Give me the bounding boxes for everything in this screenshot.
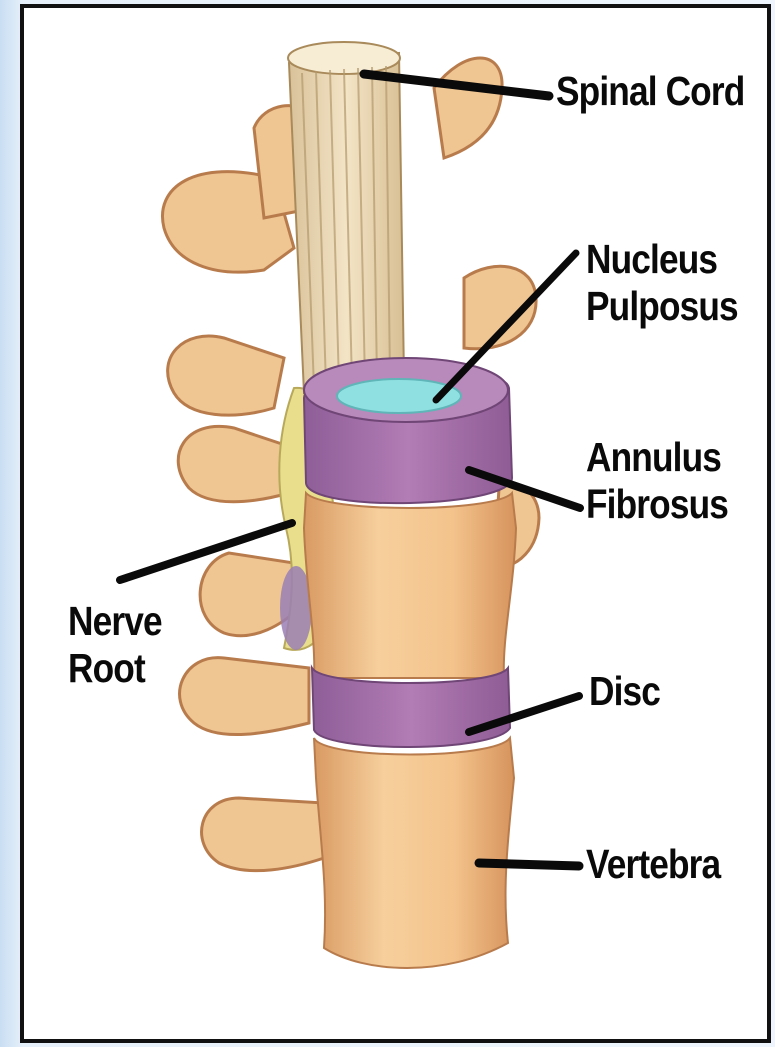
label-nerve-line1: Nerve bbox=[68, 598, 162, 645]
label-nucleus-line1: Nucleus bbox=[586, 236, 738, 283]
label-spinal-cord: Spinal Cord bbox=[556, 68, 744, 115]
label-vertebra: Vertebra bbox=[586, 841, 720, 888]
lower-disc-shape bbox=[312, 668, 510, 747]
spinal-cord-shape bbox=[288, 42, 404, 393]
label-nucleus-pulposus: Nucleus Pulposus bbox=[586, 236, 738, 330]
label-disc: Disc bbox=[589, 668, 660, 715]
label-nucleus-line2: Pulposus bbox=[586, 283, 738, 330]
label-annulus-fibrosus: Annulus Fibrosus bbox=[586, 434, 728, 528]
upper-disc-shape bbox=[304, 358, 512, 503]
label-nerve-root: Nerve Root bbox=[68, 598, 162, 692]
lower-vertebra-shape bbox=[314, 738, 514, 968]
diagram-frame: Spinal Cord Nucleus Pulposus Annulus Fib… bbox=[20, 4, 771, 1043]
label-annulus-line1: Annulus bbox=[586, 434, 728, 481]
upper-vertebra-shape bbox=[304, 493, 516, 678]
label-nerve-line2: Root bbox=[68, 645, 162, 692]
leader-vertebra bbox=[479, 863, 579, 866]
label-annulus-line2: Fibrosus bbox=[586, 481, 728, 528]
